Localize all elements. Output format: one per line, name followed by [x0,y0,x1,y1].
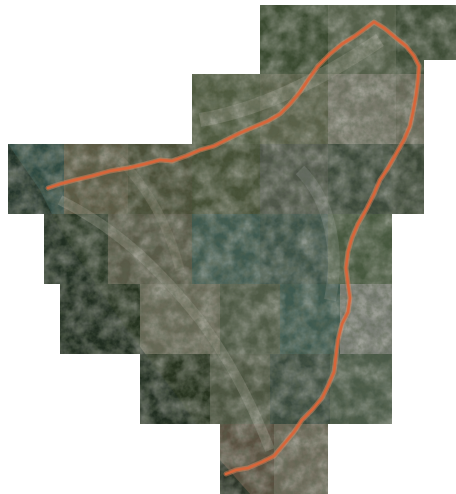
route-track [45,19,422,477]
route-line [46,20,421,476]
